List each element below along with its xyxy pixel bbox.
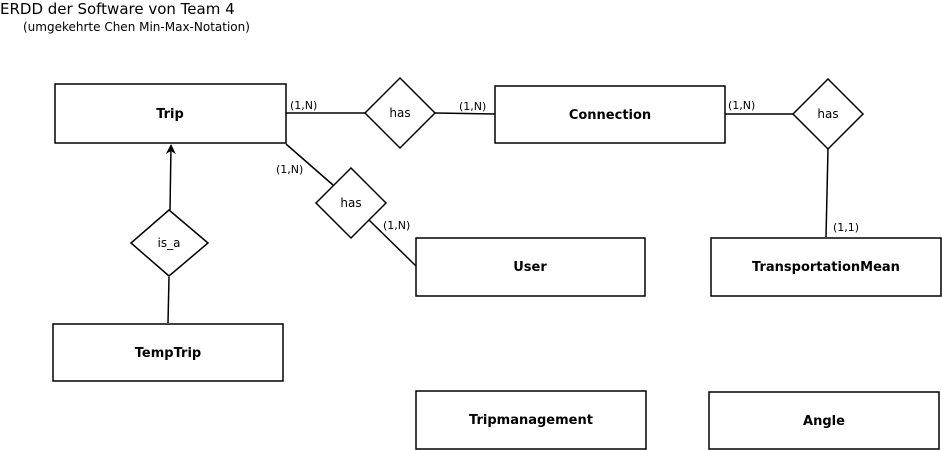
diagram-title: ERDD der Software von Team 4 [0,0,235,18]
cardinality-has2-transportation: (1,1) [833,221,859,234]
entity-transportation-mean: TransportationMean [710,237,942,297]
cardinality-trip-has3: (1,N) [276,163,303,176]
edge-isa-trip-arrow [165,144,176,211]
entity-trip-label: Trip [156,107,184,122]
entity-user-label: User [513,260,547,275]
entity-temp-trip: TempTrip [52,323,284,382]
entity-angle-label: Angle [803,414,845,429]
relationship-trip-user-label: has [340,196,361,210]
entity-user: User [415,237,646,297]
entity-angle: Angle [708,391,940,450]
entity-temp-trip-label: TempTrip [135,346,201,361]
relationship-is-a: is_a [129,209,210,277]
relationship-trip-connection: has [363,76,437,150]
diagram-subtitle: (umgekehrte Chen Min-Max-Notation) [23,20,250,34]
relationship-trip-user: has [314,166,388,240]
relationship-is-a-label: is_a [158,236,181,250]
entity-tripmanagement-label: Tripmanagement [469,413,593,428]
entity-transportation-mean-label: TransportationMean [752,260,900,275]
edge-has2-transportation [825,148,829,238]
entity-trip: Trip [54,83,287,144]
edge-trip-has3 [285,143,334,186]
cardinality-has3-user: (1,N) [383,219,410,232]
cardinality-trip-has1: (1,N) [290,99,317,112]
entity-tripmanagement: Tripmanagement [415,390,647,450]
relationship-connection-transportation: has [791,77,865,151]
entity-connection: Connection [494,85,726,144]
cardinality-has1-connection: (1,N) [459,100,486,113]
relationship-connection-transportation-label: has [817,107,838,121]
edge-temptrip-isa [167,276,170,324]
edge-has1-connection [434,112,496,115]
edge-has3-user [368,219,417,267]
entity-connection-label: Connection [569,108,651,123]
cardinality-connection-has2: (1,N) [728,99,755,112]
relationship-trip-connection-label: has [389,106,410,120]
